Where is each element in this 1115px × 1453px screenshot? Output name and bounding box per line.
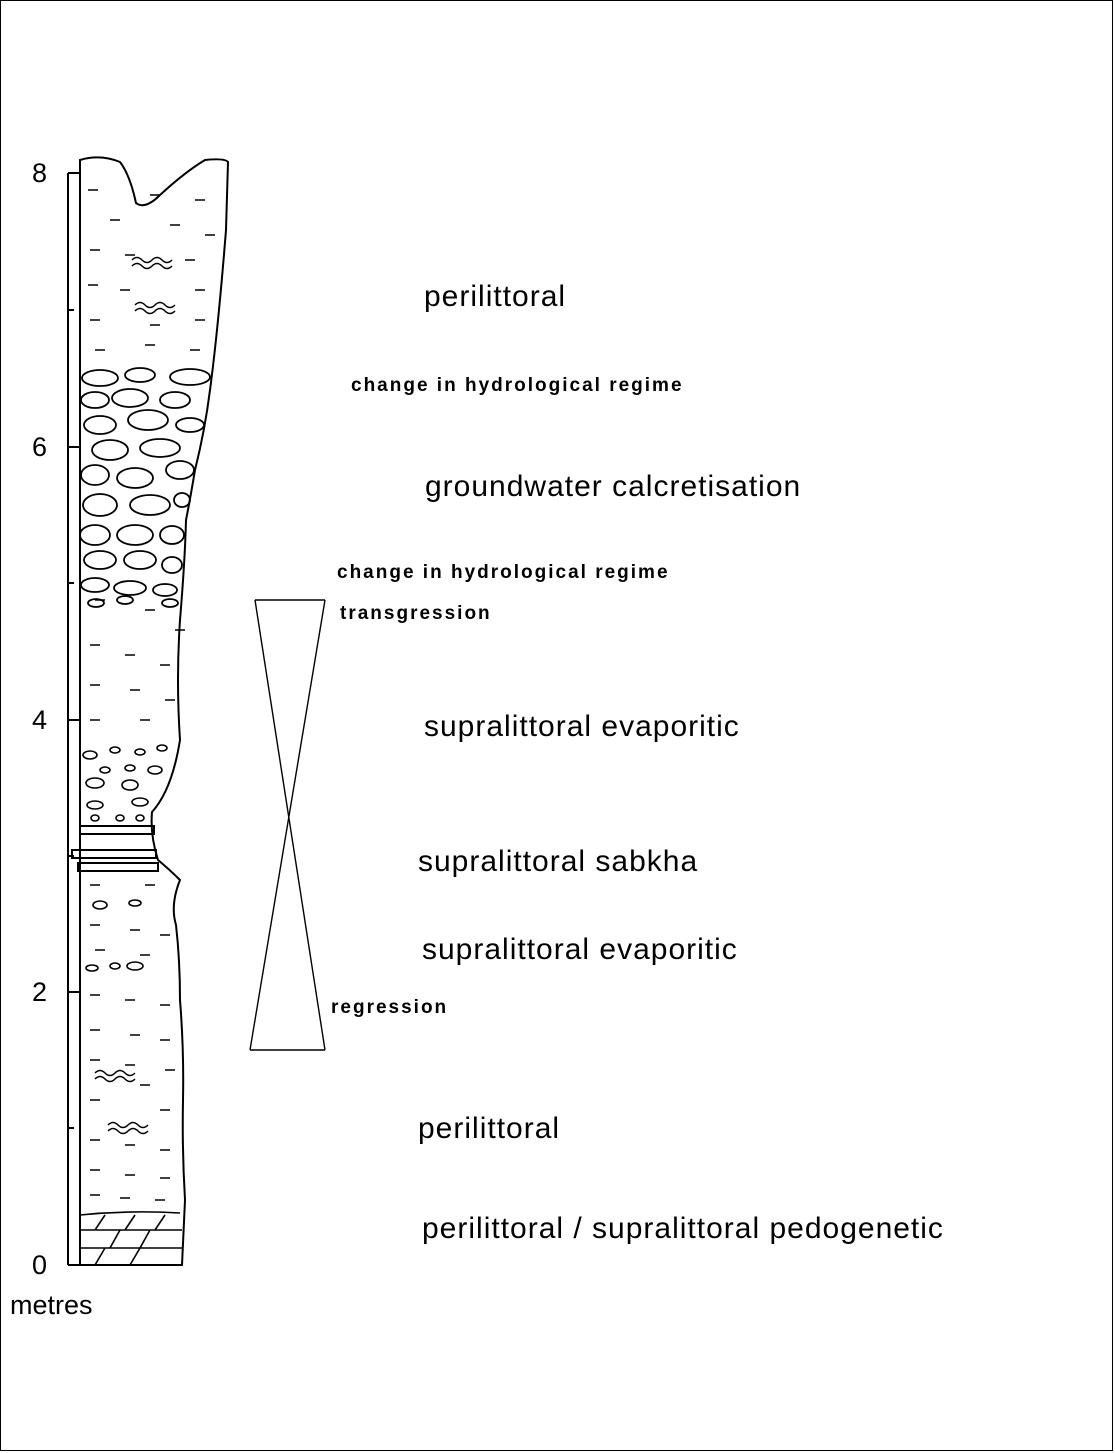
depth-unit-label: metres — [10, 1290, 93, 1321]
facies-label-perilittoral-upper: perilittoral — [424, 280, 566, 314]
limestone-bed — [80, 1212, 182, 1265]
facies-label-evaporitic-upper: supralittoral evaporitic — [424, 710, 740, 744]
facies-label-sabkha: supralittoral sabkha — [418, 845, 698, 879]
silt-texture — [88, 190, 215, 1200]
facies-label-perilittoral-lower: perilittoral — [418, 1112, 560, 1146]
transgression-regression-triangles — [250, 600, 325, 1050]
event-label-transgression: transgression — [340, 603, 492, 625]
depth-tick-label: 8 — [32, 158, 47, 189]
depth-axis — [68, 173, 80, 1265]
facies-label-pedogenetic: perilittoral / supralittoral pedogenetic — [422, 1212, 944, 1246]
event-label-regression: regression — [331, 997, 448, 1019]
depth-tick-label: 4 — [32, 705, 47, 736]
event-label-regime-change-lower: change in hydrological regime — [337, 562, 670, 584]
depth-tick-label: 2 — [32, 977, 47, 1008]
event-label-regime-change-upper: change in hydrological regime — [351, 375, 684, 397]
depth-tick-label: 6 — [32, 432, 47, 463]
sabkha-bands — [72, 826, 158, 871]
section-column-outline — [80, 157, 228, 1265]
depth-tick-label: 0 — [32, 1250, 47, 1281]
facies-label-calcretisation: groundwater calcretisation — [425, 470, 801, 504]
calcrete-nodules — [80, 368, 210, 607]
facies-label-evaporitic-lower: supralittoral evaporitic — [422, 933, 738, 967]
